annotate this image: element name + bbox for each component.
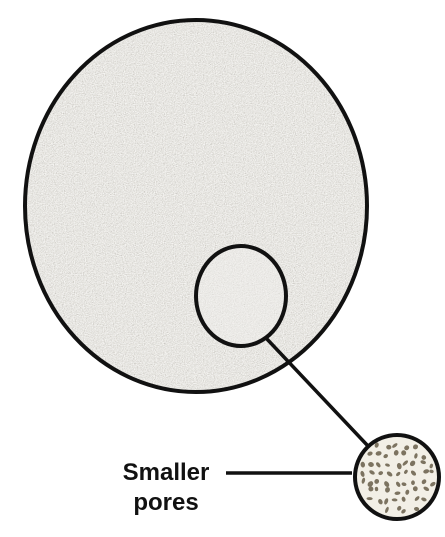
smaller-pores-label-line-2: pores xyxy=(106,488,226,518)
smaller-pores-label-line-1: Smaller xyxy=(106,458,226,488)
magnifier-connector-line xyxy=(266,338,368,446)
pore-dot xyxy=(411,480,415,485)
